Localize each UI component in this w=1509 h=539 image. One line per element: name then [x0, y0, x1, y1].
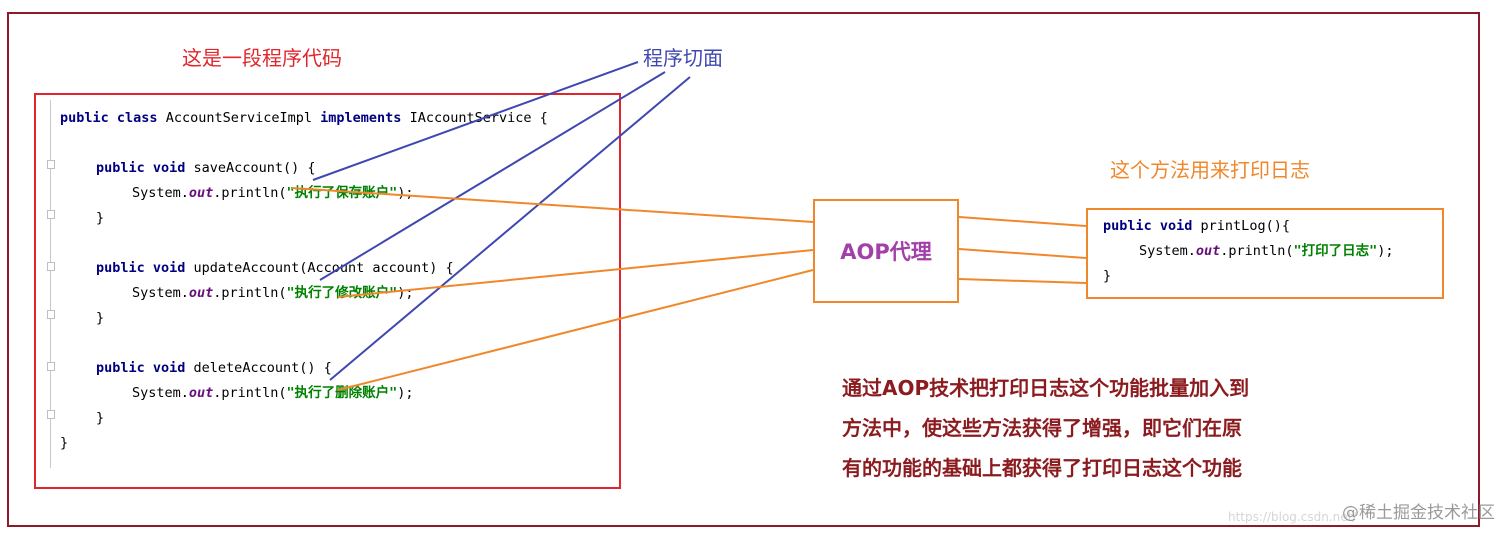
fold-marker-icon: [47, 310, 55, 319]
outer-frame: [7, 12, 1480, 527]
fold-marker-icon: [47, 262, 55, 271]
code-line-call-update: System.out.println("执行了修改账户");: [132, 285, 414, 301]
proxy-line-update: [337, 249, 814, 298]
proxy-to-log-line-3: [958, 278, 1087, 284]
code-line-class-decl: public class AccountServiceImpl implemen…: [60, 110, 548, 126]
code-line-close-save: }: [96, 210, 105, 226]
code-line-method-update: public void updateAccount(Account accoun…: [96, 260, 454, 276]
aspect-line-update: [319, 71, 666, 281]
print-log-box: [1086, 208, 1444, 299]
description-line-2: 方法中，使这些方法获得了增强，即它们在原: [842, 416, 1242, 440]
proxy-line-delete: [337, 269, 814, 391]
proxy-to-log-line-2: [958, 248, 1087, 259]
fold-marker-icon: [47, 362, 55, 371]
code-line-call-delete: System.out.println("执行了删除账户");: [132, 385, 414, 401]
fold-marker-icon: [47, 410, 55, 419]
aspect-label: 程序切面: [643, 46, 723, 70]
aop-proxy-box: AOP代理: [813, 199, 959, 303]
fold-marker-icon: [47, 210, 55, 219]
editor-gutter: [50, 100, 51, 468]
watermark-url: https://blog.csdn.net/: [1228, 510, 1357, 524]
code-line-class-close: }: [60, 435, 69, 451]
description-line-3: 有的功能的基础上都获得了打印日志这个功能: [842, 456, 1242, 480]
aspect-line-save: [312, 61, 639, 181]
proxy-line-save: [291, 187, 814, 223]
code-label: 这是一段程序代码: [182, 46, 342, 70]
code-line-call-save: System.out.println("执行了保存账户");: [132, 185, 414, 201]
code-line-close-update: }: [96, 310, 105, 326]
code-block-box: [34, 93, 621, 489]
code-line-method-save: public void saveAccount() {: [96, 160, 316, 176]
watermark: @稀土掘金技术社区: [1342, 503, 1495, 523]
aop-proxy-label: AOP代理: [840, 240, 932, 264]
aspect-line-delete: [329, 76, 691, 381]
method-label: 这个方法用来打印日志: [1110, 158, 1310, 182]
description-text: 通过AOP技术把打印日志这个功能批量加入到 方法中，使这些方法获得了增强，即它们…: [842, 368, 1249, 488]
description-line-1: 通过AOP技术把打印日志这个功能批量加入到: [842, 376, 1250, 400]
proxy-to-log-line-1: [958, 216, 1087, 227]
code-line-method-delete: public void deleteAccount() {: [96, 360, 332, 376]
fold-marker-icon: [47, 160, 55, 169]
log-code-signature: public void printLog(){: [1103, 218, 1290, 234]
log-code-close: }: [1103, 268, 1112, 284]
log-code-call: System.out.println("打印了日志");: [1139, 243, 1394, 259]
code-line-close-delete: }: [96, 410, 105, 426]
